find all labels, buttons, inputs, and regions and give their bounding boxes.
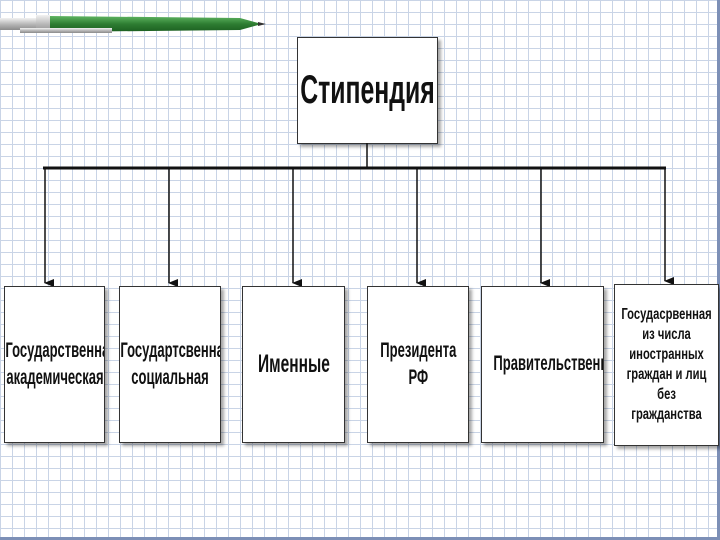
node-label: Правительственная (492, 352, 603, 376)
node-label: Государтсвенная социальная (120, 339, 221, 389)
node-named: Именные (242, 286, 345, 443)
node-government: Правительственная (481, 286, 604, 443)
node-label: Государственная академическая (4, 339, 104, 389)
slide-border-bottom (0, 537, 720, 540)
node-label: Именные (257, 349, 330, 378)
node-state-academic: Государственная академическая (4, 286, 105, 443)
pen-icon (0, 15, 266, 33)
node-label: Госудасрвенная из числа иностранных граж… (621, 306, 712, 423)
node-president: Президента РФ (367, 286, 469, 443)
root-node: Стипендия (297, 37, 438, 144)
root-label: Стипендия (300, 68, 435, 112)
node-label: Президента РФ (379, 339, 457, 389)
slide-border-right (717, 0, 720, 540)
node-foreign-citizens: Госудасрвенная из числа иностранных граж… (614, 284, 719, 446)
node-state-social: Государтсвенная социальная (119, 286, 221, 443)
